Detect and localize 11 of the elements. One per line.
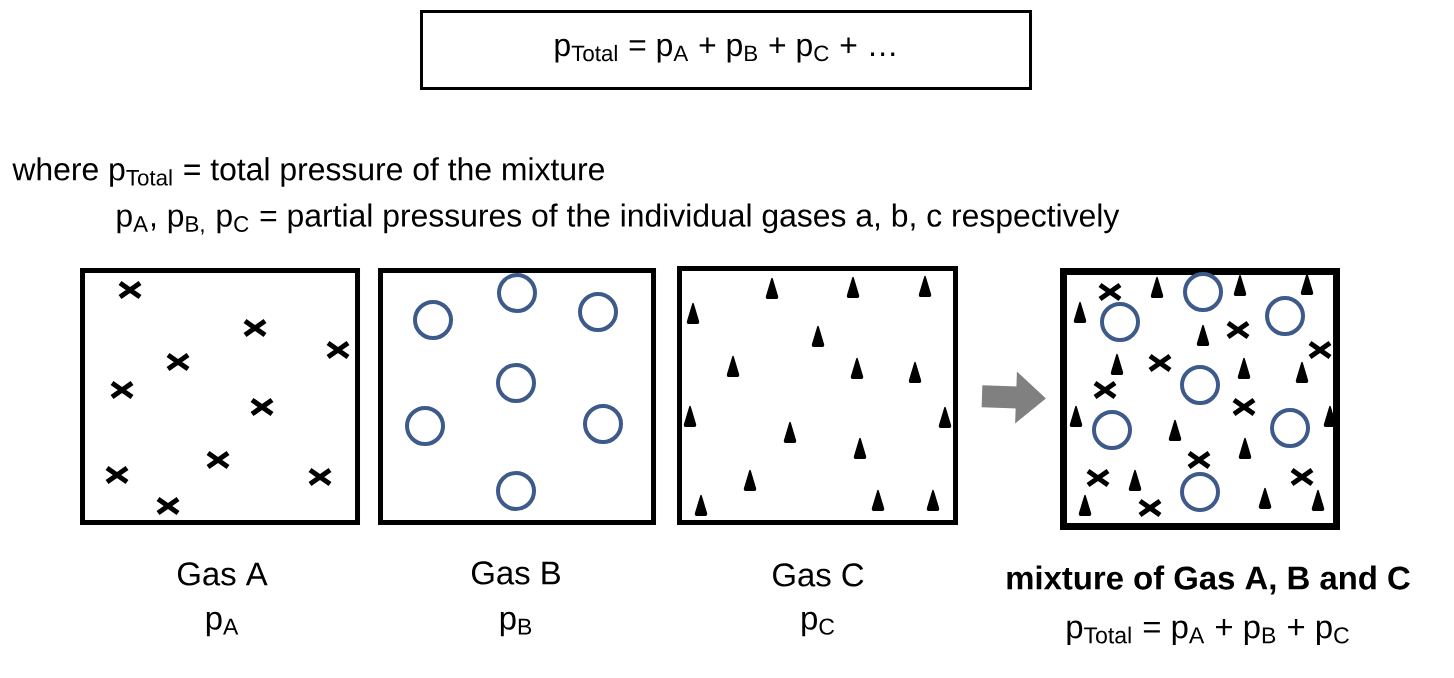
gas-name: Gas A — [178, 562, 268, 586]
pressure-label: p$_{B}$ — [500, 611, 532, 637]
explanation-text: p$_{A}$, p$_{B,}$ p$_{C}$ = partial pressures of the individual gases a, b, c respectively — [117, 203, 1120, 235]
pressure-label: p$_{A}$ — [206, 611, 239, 637]
pressure-label: p$_{C}$ — [802, 611, 835, 637]
gas-name: Gas C — [773, 563, 864, 587]
equation-box: p$_{Total}$ = p$_{A}$ + p$_{B}$ + p$_{C}$ + … — [420, 10, 1032, 90]
explanation-text: where p$_{Total}$ = total pressure of the mixture — [12, 157, 604, 187]
gas-name: Gas B — [472, 561, 560, 585]
mixture-title: mixture of Gas A, B and C — [1007, 565, 1410, 595]
pressure-label: p$_{Total}$ = p$_{A}$ + p$_{B}$ + p$_{C}$ — [1067, 619, 1349, 645]
